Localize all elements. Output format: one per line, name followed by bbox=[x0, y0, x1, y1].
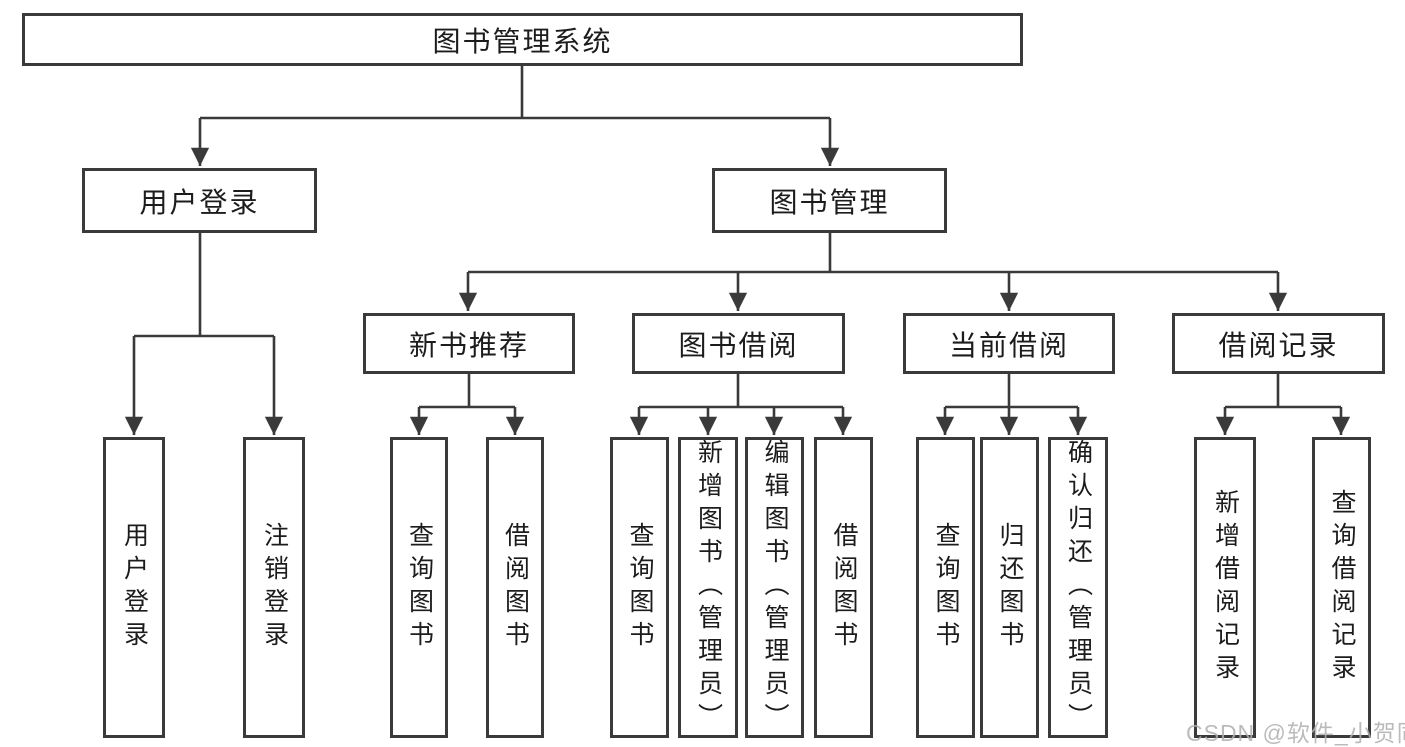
leaf-query-books-3-label: 查询图书 bbox=[932, 521, 960, 654]
leaf-query-books-2: 查询图书 bbox=[610, 437, 669, 738]
node-user-login-label: 用户登录 bbox=[139, 186, 260, 218]
node-book-management-label: 图书管理 bbox=[769, 186, 890, 218]
node-new-book-recommend-label: 新书推荐 bbox=[408, 329, 529, 361]
leaf-query-books-1: 查询图书 bbox=[390, 437, 448, 738]
leaf-edit-books-admin-label: 编辑图书（管理员） bbox=[761, 439, 789, 736]
leaf-borrow-books-2-label: 借阅图书 bbox=[830, 521, 858, 654]
leaf-return-books: 归还图书 bbox=[980, 437, 1039, 738]
node-root-label: 图书管理系统 bbox=[432, 25, 613, 57]
leaf-query-books-3: 查询图书 bbox=[916, 437, 975, 738]
node-book-management: 图书管理 bbox=[712, 168, 947, 233]
leaf-add-books-admin: 新增图书（管理员） bbox=[678, 437, 738, 738]
leaf-add-borrow-record-label: 新增借阅记录 bbox=[1211, 488, 1240, 687]
node-book-borrow: 图书借阅 bbox=[632, 313, 845, 374]
node-current-borrow-label: 当前借阅 bbox=[948, 329, 1069, 361]
leaf-add-borrow-record: 新增借阅记录 bbox=[1194, 437, 1256, 738]
leaf-user-login: 用户登录 bbox=[103, 437, 165, 738]
leaf-query-books-1-label: 查询图书 bbox=[405, 521, 434, 654]
node-borrow-records-label: 借阅记录 bbox=[1218, 329, 1339, 361]
leaf-query-borrow-record: 查询借阅记录 bbox=[1312, 437, 1371, 738]
leaf-confirm-return-admin-label: 确认归还（管理员） bbox=[1064, 439, 1093, 736]
leaf-return-books-label: 归还图书 bbox=[996, 521, 1024, 654]
node-user-login: 用户登录 bbox=[82, 168, 317, 233]
leaf-query-books-2-label: 查询图书 bbox=[626, 521, 654, 654]
leaf-borrow-books-2: 借阅图书 bbox=[814, 437, 873, 738]
leaf-borrow-books-1-label: 借阅图书 bbox=[501, 521, 530, 654]
node-book-borrow-label: 图书借阅 bbox=[678, 329, 799, 361]
leaf-logout: 注销登录 bbox=[243, 437, 305, 738]
leaf-borrow-books-1: 借阅图书 bbox=[486, 437, 544, 738]
node-current-borrow: 当前借阅 bbox=[903, 313, 1115, 374]
leaf-edit-books-admin: 编辑图书（管理员） bbox=[745, 437, 804, 738]
leaf-query-borrow-record-label: 查询借阅记录 bbox=[1328, 488, 1356, 687]
node-borrow-records: 借阅记录 bbox=[1172, 313, 1385, 374]
node-root-library-system: 图书管理系统 bbox=[22, 13, 1023, 66]
node-new-book-recommend: 新书推荐 bbox=[363, 313, 575, 374]
leaf-add-books-admin-label: 新增图书（管理员） bbox=[694, 439, 723, 736]
leaf-user-login-label: 用户登录 bbox=[120, 521, 149, 654]
csdn-watermark: CSDN @软件_小贺同学 bbox=[1186, 720, 1405, 746]
leaf-confirm-return-admin: 确认归还（管理员） bbox=[1048, 437, 1108, 738]
leaf-logout-label: 注销登录 bbox=[260, 521, 289, 654]
